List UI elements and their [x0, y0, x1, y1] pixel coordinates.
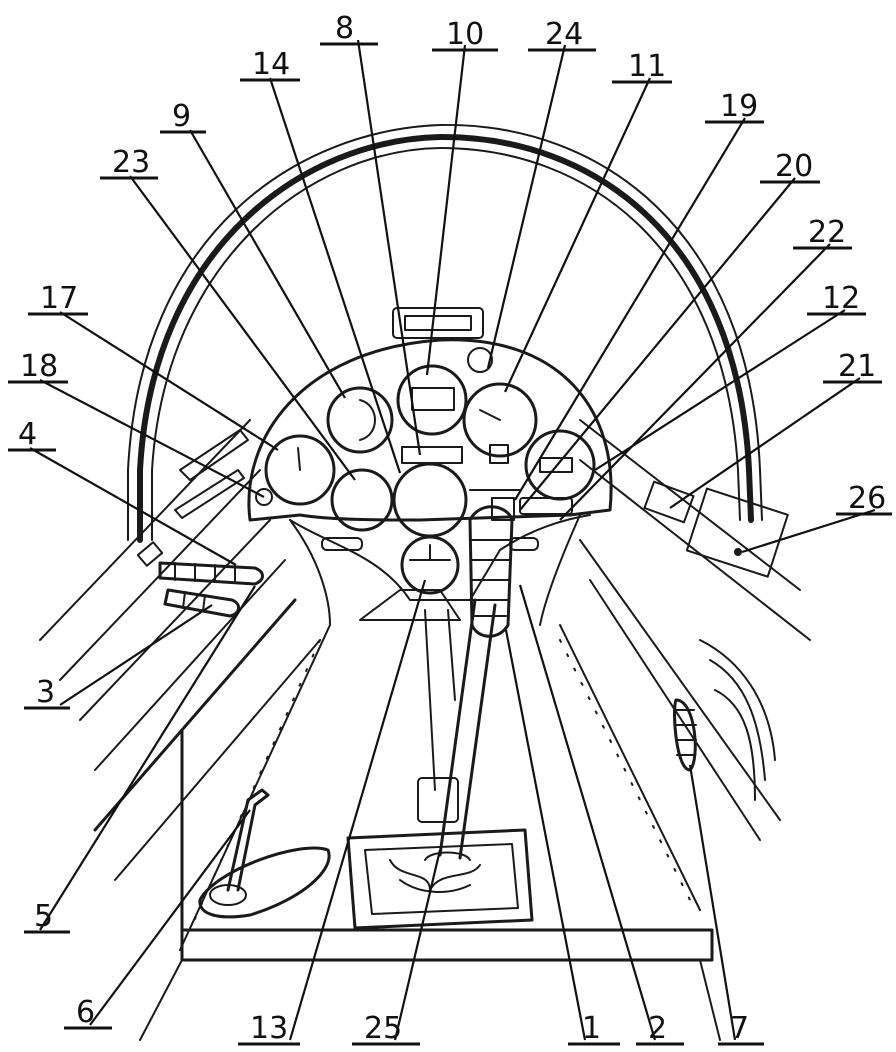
callout-2: 2: [648, 1011, 667, 1046]
callout-14: 14: [252, 47, 290, 82]
callout-labels: 8 10 24 11 14 9 19 23 20 22 17 12 18 21 …: [8, 11, 892, 1046]
callout-7: 7: [730, 1011, 749, 1046]
callout-10: 10: [446, 17, 484, 52]
gauge-14: [392, 462, 468, 538]
control-stick: [417, 505, 514, 861]
callout-26: 26: [848, 481, 886, 516]
callout-21: 21: [838, 349, 876, 384]
gauge-18: [255, 488, 273, 506]
callout-19: 19: [720, 89, 758, 124]
callout-9: 9: [172, 99, 191, 134]
left-levers: [158, 561, 264, 618]
callout-23: 23: [112, 145, 150, 180]
instrument-panel: [247, 307, 613, 601]
cockpit-floor: [139, 624, 721, 1041]
callout-25: 25: [364, 1011, 402, 1046]
callout-1: 1: [582, 1011, 601, 1046]
panel-supports: [289, 514, 581, 626]
callout-8: 8: [335, 11, 354, 46]
callout-20: 20: [775, 149, 813, 184]
callout-17: 17: [40, 281, 78, 316]
callout-6: 6: [76, 995, 95, 1030]
callout-22: 22: [808, 215, 846, 250]
floor-lever-6: [198, 788, 331, 919]
gauge-23: [330, 468, 394, 532]
callout-4: 4: [18, 417, 37, 452]
gauge-11: [462, 382, 538, 458]
right-side-wall: [579, 419, 811, 841]
gauge-9: [326, 386, 394, 454]
leader-lines: [29, 39, 876, 1041]
gauge-17: [264, 434, 336, 506]
callout-5: 5: [34, 899, 53, 934]
gauge-10: [396, 364, 468, 436]
callout-18: 18: [20, 349, 58, 384]
callout-13: 13: [250, 1011, 288, 1046]
canopy-arch: [127, 123, 763, 543]
callout-11: 11: [628, 49, 666, 84]
callout-3: 3: [36, 675, 55, 710]
instruments: [255, 364, 596, 538]
callout-12: 12: [822, 281, 860, 316]
compass-13: [400, 535, 460, 595]
callout-24: 24: [545, 17, 583, 52]
left-side-wall: [39, 419, 321, 881]
